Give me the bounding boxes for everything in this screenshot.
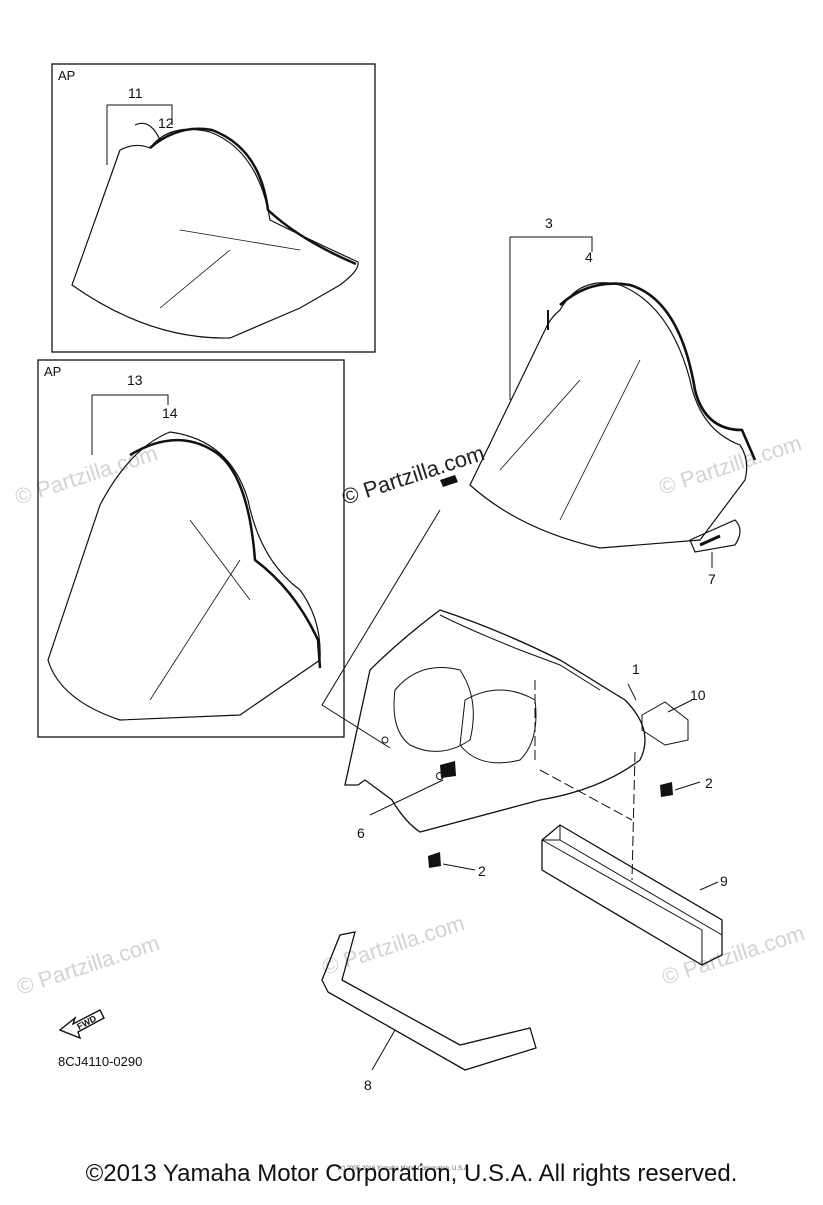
bracket-13	[91, 394, 169, 455]
copyright-notice: ©2013 Yamaha Motor Corporation, U.S.A. A…	[85, 1160, 738, 1187]
leader-8	[371, 1029, 396, 1071]
ap-box-frame	[37, 359, 345, 738]
ap-tag: AP	[44, 364, 61, 379]
callout-8: 8	[364, 1077, 372, 1093]
watermark-center-bottom: © Partzilla.com	[319, 910, 468, 980]
windshield-bolt	[440, 475, 458, 487]
mount-hole	[381, 736, 389, 744]
leader-2-upper	[674, 781, 701, 791]
watermark-center: © Partzilla.com	[339, 440, 488, 510]
gauge-pod-left	[393, 667, 474, 752]
watermark-layer: © Partzilla.com © Partzilla.com © Partzi…	[12, 430, 808, 1000]
bracket-11	[106, 104, 173, 165]
fine-print: (c) 2005-2016 Yamaha Motor Corporation, …	[338, 1166, 470, 1172]
ap-box-frame	[51, 63, 376, 353]
fwd-arrow-shape	[58, 1009, 105, 1040]
screw-2-lower: 2	[428, 852, 486, 879]
trim-12	[149, 127, 357, 266]
bracket-3	[509, 236, 593, 400]
callout-6: 6	[357, 825, 365, 841]
callout-7: 7	[708, 571, 716, 587]
screw-2-head	[428, 852, 441, 868]
foam-block-outline	[541, 824, 723, 966]
fwd-arrow: FWD	[58, 1009, 105, 1040]
callout-1: 1	[632, 661, 640, 677]
fwd-label: FWD	[75, 1013, 98, 1032]
foam-block-9: 9	[541, 824, 728, 966]
trim-4	[559, 282, 757, 461]
cowling-top-edge	[439, 614, 601, 691]
diagram-code: 8CJ4110-0290	[58, 1054, 142, 1069]
seal-strip-8: 8	[321, 931, 537, 1093]
windshield-13-shading	[149, 519, 251, 701]
watermark-left-bottom: © Partzilla.com	[14, 930, 163, 1000]
screw-2-upper: 2	[660, 775, 713, 797]
decal-10: 10	[641, 687, 706, 746]
cowling-outline	[344, 609, 646, 833]
ap-tag: AP	[58, 68, 75, 83]
callout-13: 13	[127, 372, 143, 388]
trim-12-end	[134, 122, 161, 141]
windshield-11-shading	[159, 229, 301, 309]
callout-11: 11	[128, 85, 143, 101]
windshield-3	[469, 282, 748, 549]
leader-9	[699, 881, 719, 891]
assembly-guides	[321, 509, 636, 881]
callout-4: 4	[585, 249, 593, 265]
callout-9: 9	[720, 873, 728, 889]
grommet-6: 6	[357, 761, 456, 841]
main-windshield-assembly: 3 4 7	[440, 215, 757, 587]
guide-line-dashed-3	[539, 769, 633, 821]
leader-6	[369, 779, 444, 816]
cowling-1: 1	[344, 609, 646, 833]
callout-3: 3	[545, 215, 553, 231]
callout-2-upper: 2	[705, 775, 713, 791]
ap-box-11-12: AP 11 12	[51, 63, 376, 353]
clip-7	[689, 519, 741, 553]
windshield-3-shading	[499, 359, 641, 521]
watermark-right-bottom: © Partzilla.com	[659, 920, 808, 990]
leader-2-lower	[442, 863, 476, 871]
callout-14: 14	[162, 405, 178, 421]
seal-strip-outline	[321, 931, 537, 1071]
guide-line-left	[321, 509, 441, 749]
callout-2-lower: 2	[478, 863, 486, 879]
clip-7-slot	[699, 534, 721, 547]
windshield-13	[47, 431, 321, 721]
windshield-11	[71, 128, 359, 339]
callout-12: 12	[158, 115, 174, 131]
gauge-pod-right	[459, 689, 537, 764]
guide-line-dashed-2	[631, 751, 636, 881]
trim-14	[129, 438, 322, 669]
grommet-6-shape	[440, 761, 456, 778]
decal-10-shape	[641, 701, 689, 746]
leader-1	[627, 683, 637, 701]
screw-2-head	[660, 782, 673, 797]
foam-block-edges	[541, 825, 723, 965]
ap-box-13-14: AP 13 14	[37, 359, 345, 738]
leader-10	[667, 699, 693, 713]
callout-10: 10	[690, 687, 706, 703]
